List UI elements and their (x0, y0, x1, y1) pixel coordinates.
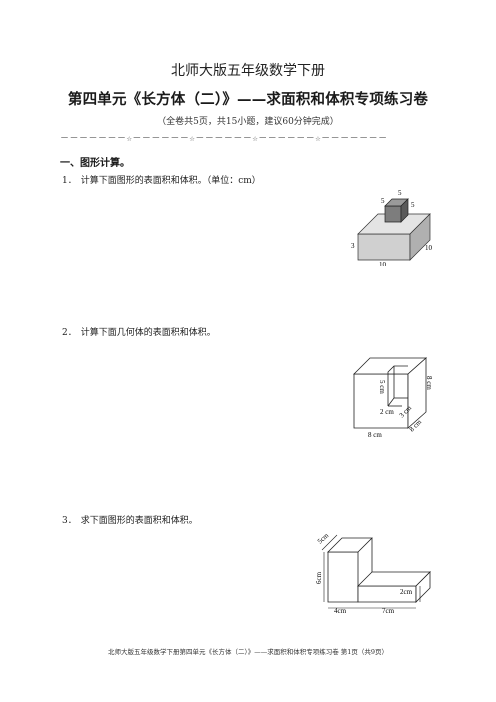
outer-side-face (407, 357, 427, 429)
label-right-width: 7cm (382, 607, 395, 614)
question-number: 1． (62, 176, 77, 186)
low-side-face (415, 571, 431, 603)
label-inner-width: 2 cm (380, 408, 394, 416)
question-number: 2． (62, 328, 77, 338)
label-height: 8 cm (425, 376, 433, 390)
label-cube-right: 5 (411, 201, 415, 209)
question-number: 3． (62, 516, 77, 526)
label-base-height: 3 (351, 242, 355, 250)
label-inner-height: 5 cm (378, 380, 386, 394)
question-text: 计算下面图形的表面积和体积。（单位：cm） (80, 176, 261, 186)
base-side-face (409, 213, 431, 261)
figure-2-hollow-cuboid: 8 cm 5 cm 2 cm 3 cm 8 cm 8 cm (353, 357, 433, 439)
label-base-depth: 10 (425, 244, 433, 252)
label-cube-left: 5 (381, 197, 385, 205)
label-base-width: 10 (379, 261, 387, 266)
star-divider: －－－－－－－☆－－－－－－☆－－－－－－☆－－－－－－☆－－－－－－－ (60, 134, 388, 144)
cube-front-face (384, 205, 402, 223)
cube-side-face (400, 198, 409, 223)
label-left-width: 4cm (334, 607, 347, 614)
label-height: 6cm (315, 571, 323, 584)
label-step-height: 2cm (400, 588, 413, 596)
question-1: 1．计算下面图形的表面积和体积。（单位：cm） (62, 173, 261, 186)
page-footer: 北师大版五年级数学下册第四单元《长方体（二）》——求面积和体积专项练习卷 第1页… (107, 648, 389, 656)
question-text: 计算下面几何体的表面积和体积。 (80, 328, 216, 338)
page-title: 北师大版五年级数学下册 (171, 63, 325, 79)
dim-depth-line (321, 534, 338, 551)
base-front-face (357, 233, 411, 261)
question-2: 2．计算下面几何体的表面积和体积。 (62, 325, 216, 338)
exam-note: （全卷共5页，共15小题，建议60分钟完成） (157, 117, 339, 127)
question-text: 求下面图形的表面积和体积。 (80, 516, 198, 526)
figure-1-stacked-cuboids: 5 5 5 3 10 10 (351, 189, 433, 266)
figure-3-stepped-solid: 5cm 6cm 2cm 4cm 7cm (315, 531, 431, 614)
page-subtitle: 第四单元《长方体（二）》——求面积和体积专项练习卷 (67, 92, 429, 108)
tall-top-face (327, 537, 373, 553)
question-3: 3．求下面图形的表面积和体积。 (62, 513, 198, 526)
tall-front-face (327, 551, 359, 603)
notch-outline (387, 365, 408, 406)
label-cube-top: 5 (398, 189, 402, 197)
label-width: 8 cm (368, 431, 382, 439)
section-heading: 一、图形计算。 (60, 158, 130, 169)
